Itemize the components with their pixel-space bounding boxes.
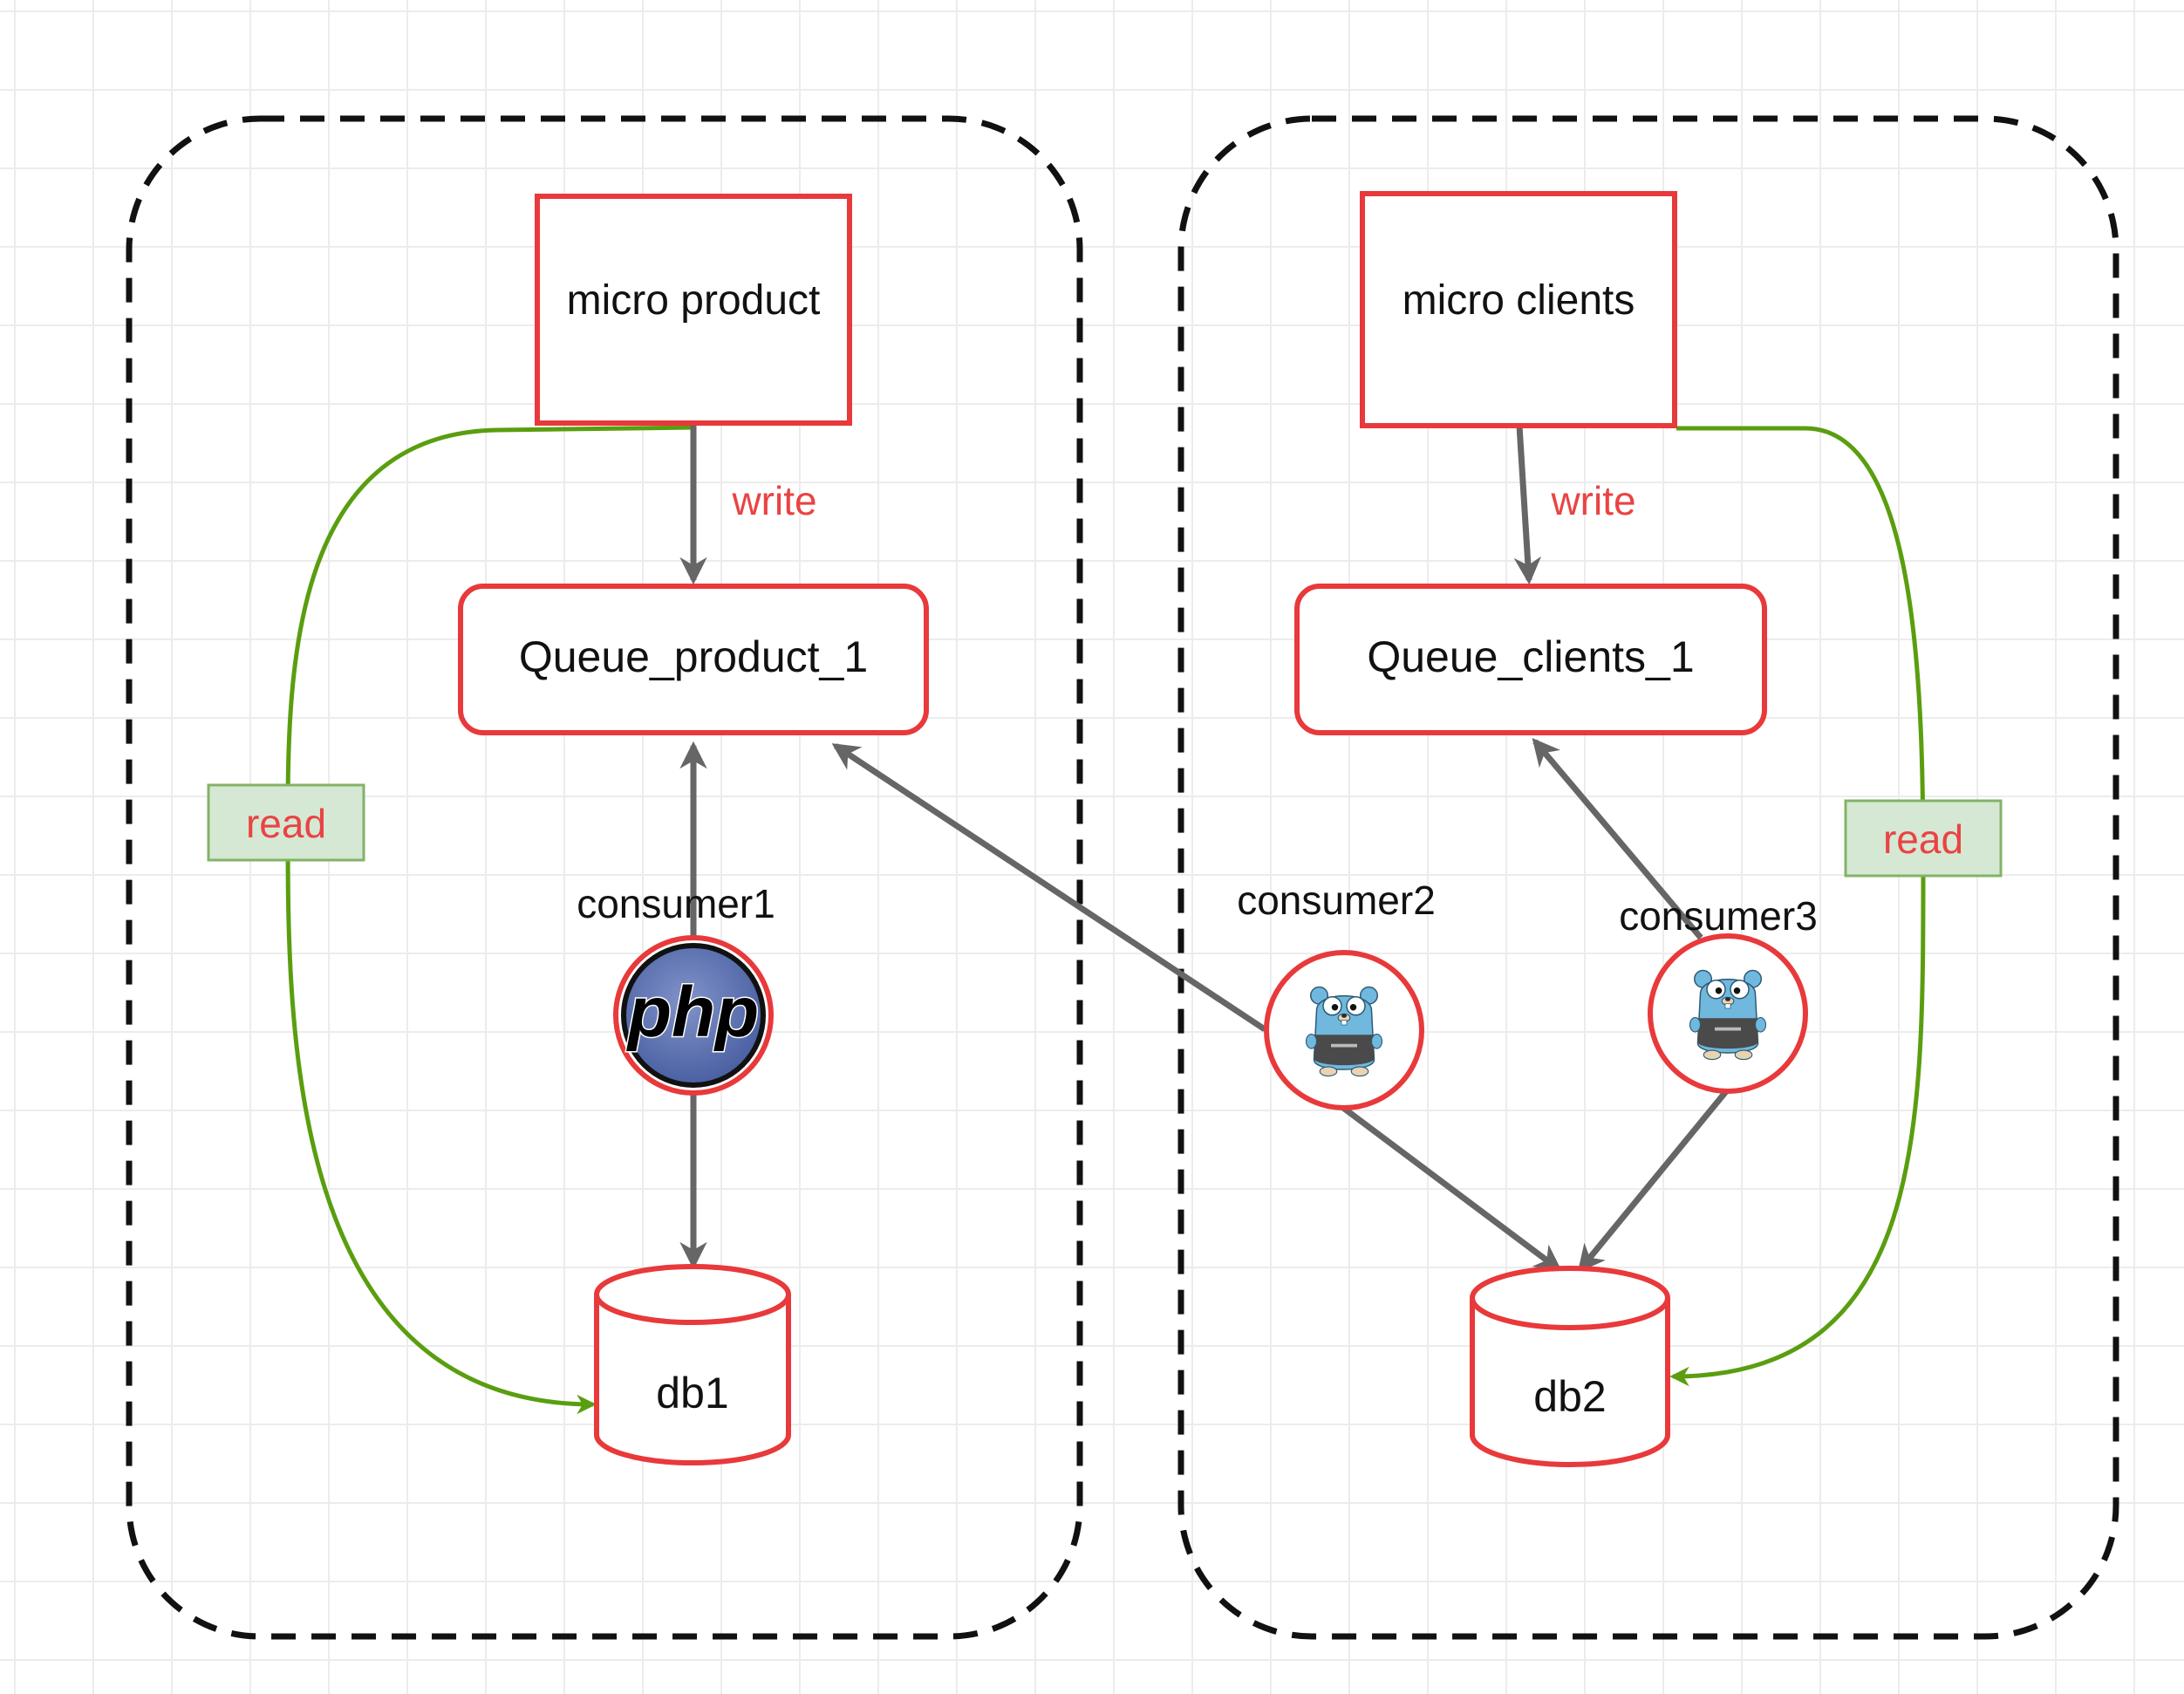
consumer1-node[interactable]: php: [613, 935, 774, 1096]
micro-clients-label: micro clients: [1403, 277, 1635, 324]
clients-read-label-box[interactable]: read: [1844, 799, 2003, 878]
go-gopher-icon: [1689, 969, 1767, 1061]
micro-product-node[interactable]: micro product: [535, 194, 852, 426]
micro-clients-node[interactable]: micro clients: [1360, 191, 1677, 428]
consumer2-to-queue-product-edge[interactable]: [831, 743, 1266, 1032]
consumer3-node[interactable]: [1648, 933, 1808, 1094]
consumer2-node[interactable]: [1264, 950, 1424, 1110]
svg-text:php: php: [626, 973, 759, 1052]
clients-read-edge[interactable]: [1669, 426, 1926, 1387]
queue-product-1-label: Queue_product_1: [519, 632, 868, 681]
consumer2-label: consumer2: [1237, 878, 1436, 923]
db2-node[interactable]: db2: [1470, 1266, 1670, 1467]
consumer3-label: consumer3: [1619, 893, 1818, 939]
consumer3-to-queue-clients-edge[interactable]: [1532, 737, 1703, 940]
queue-product-1-node[interactable]: Queue_product_1: [458, 584, 929, 735]
product-group-container: [126, 115, 1083, 1640]
clients-group-container: [1177, 115, 2119, 1640]
db2-label: db2: [1533, 1372, 1606, 1421]
consumer3-to-db2-edge[interactable]: [1577, 1088, 1730, 1274]
go-gopher-icon: [1305, 986, 1383, 1077]
clients-write-edge[interactable]: [1513, 425, 1542, 585]
consumer2-to-db2-edge[interactable]: [1341, 1105, 1563, 1273]
queue-clients-1-node[interactable]: Queue_clients_1: [1294, 584, 1767, 735]
clients-read-label: read: [1883, 816, 1963, 862]
clients-write-label: write: [1550, 478, 1635, 523]
consumer1-label: consumer1: [577, 881, 775, 926]
db1-node[interactable]: db1: [594, 1264, 791, 1465]
product-read-label-box[interactable]: read: [207, 783, 365, 862]
queue-clients-1-label: Queue_clients_1: [1367, 632, 1694, 681]
db1-label: db1: [656, 1369, 728, 1417]
product-write-label: write: [731, 478, 816, 523]
php-logo-icon: php: [621, 943, 766, 1088]
micro-product-label: micro product: [567, 277, 821, 324]
product-read-label: read: [246, 801, 326, 846]
